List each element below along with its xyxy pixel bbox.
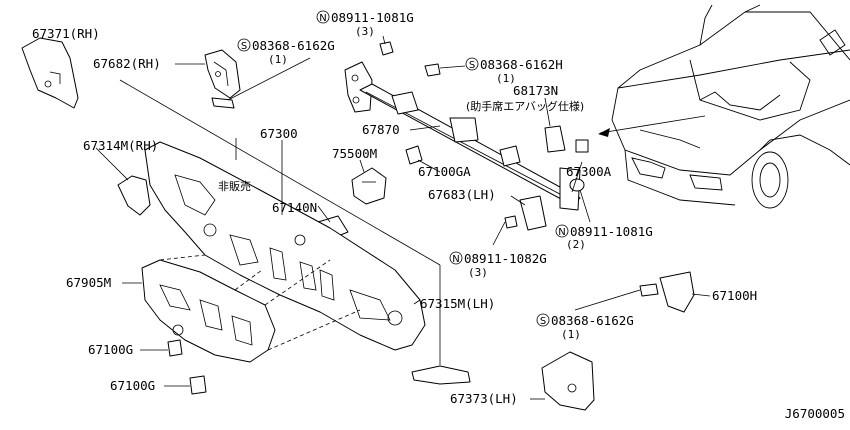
diagram-code: J6700005 bbox=[785, 406, 845, 421]
svg-text:(1): (1) bbox=[496, 72, 516, 85]
clip-icon bbox=[575, 139, 589, 153]
label-67371: 67371(RH) bbox=[32, 26, 100, 41]
callout-n08911-3: N 08911-1082G (3) bbox=[449, 251, 547, 279]
label-67300a: 67300A bbox=[566, 164, 612, 179]
bracket-rh-shape bbox=[204, 49, 241, 99]
label-67682: 67682(RH) bbox=[93, 56, 161, 71]
svg-text:N: N bbox=[452, 254, 459, 265]
label-67870: 67870 bbox=[362, 122, 400, 137]
callout-n08911-2: N 08911-1081G (2) bbox=[555, 224, 653, 251]
svg-text:S: S bbox=[540, 316, 546, 327]
svg-text:08911-1081G: 08911-1081G bbox=[331, 10, 414, 25]
svg-text:N: N bbox=[558, 227, 565, 238]
label-75500: 75500M bbox=[332, 146, 377, 161]
svg-text:08368-6162H: 08368-6162H bbox=[480, 57, 563, 72]
bracket-75500-shape bbox=[351, 167, 387, 205]
location-arrow bbox=[599, 115, 706, 134]
svg-text:08911-1082G: 08911-1082G bbox=[464, 251, 547, 266]
callout-n08911-1: N 08911-1081G (3) bbox=[316, 10, 414, 38]
label-67100ga: 67100GA bbox=[418, 164, 471, 179]
grommet-1-icon bbox=[167, 339, 183, 357]
bracket-67100h-shape bbox=[659, 271, 695, 313]
pad-rh-shape bbox=[21, 37, 79, 109]
svg-text:(1): (1) bbox=[561, 328, 581, 341]
svg-text:08368-6162G: 08368-6162G bbox=[252, 38, 335, 53]
label-67100g-2: 67100G bbox=[110, 378, 155, 393]
bolt-2-icon bbox=[424, 63, 441, 77]
svg-text:S: S bbox=[241, 41, 247, 52]
bolt-3-icon bbox=[639, 283, 659, 297]
svg-text:(3): (3) bbox=[355, 25, 375, 38]
airbag-bracket-shape bbox=[544, 125, 566, 153]
grommet-ga-icon bbox=[405, 145, 423, 165]
label-not-for-sale: 非販売 bbox=[218, 180, 251, 193]
label-67100g-1: 67100G bbox=[88, 342, 133, 357]
arrow-head-icon bbox=[598, 128, 610, 137]
steering-member-shape bbox=[344, 61, 581, 231]
grommet-2-icon bbox=[189, 375, 207, 395]
label-68173-note: (助手席エアバッグ仕様) bbox=[466, 99, 584, 113]
svg-text:(2): (2) bbox=[566, 238, 586, 251]
svg-text:S: S bbox=[469, 60, 475, 71]
pad-lh-shape bbox=[541, 351, 595, 411]
label-67315: 67315M(LH) bbox=[420, 296, 495, 311]
label-67140: 67140N bbox=[272, 200, 317, 215]
label-68173: 68173N bbox=[513, 83, 558, 98]
label-67314: 67314M(RH) bbox=[83, 138, 158, 153]
label-67100h: 67100H bbox=[712, 288, 757, 303]
callout-s08368-2: S 08368-6162H (1) bbox=[465, 57, 563, 85]
svg-text:N: N bbox=[319, 13, 326, 24]
bolt-1-icon bbox=[211, 97, 235, 109]
nut-icon bbox=[379, 41, 394, 56]
washer-icon bbox=[569, 178, 585, 192]
label-67373: 67373(LH) bbox=[450, 391, 518, 406]
label-67905: 67905M bbox=[66, 275, 111, 290]
nut-2-icon bbox=[504, 215, 518, 229]
insulator-lh-shape bbox=[411, 365, 471, 385]
leader-lines bbox=[95, 35, 711, 400]
label-67683: 67683(LH) bbox=[428, 187, 496, 202]
callout-s08368-3: S 08368-6162G (1) bbox=[536, 313, 634, 341]
svg-text:08368-6162G: 08368-6162G bbox=[551, 313, 634, 328]
callout-s08368-1: S 08368-6162G (1) bbox=[237, 38, 335, 66]
insulator-rh-shape bbox=[117, 175, 151, 216]
label-67300: 67300 bbox=[260, 126, 298, 141]
car-illustration bbox=[611, 4, 850, 209]
dash-insulator-shape bbox=[144, 141, 426, 351]
svg-text:08911-1081G: 08911-1081G bbox=[570, 224, 653, 239]
svg-text:(1): (1) bbox=[268, 53, 288, 66]
svg-text:(3): (3) bbox=[468, 266, 488, 279]
